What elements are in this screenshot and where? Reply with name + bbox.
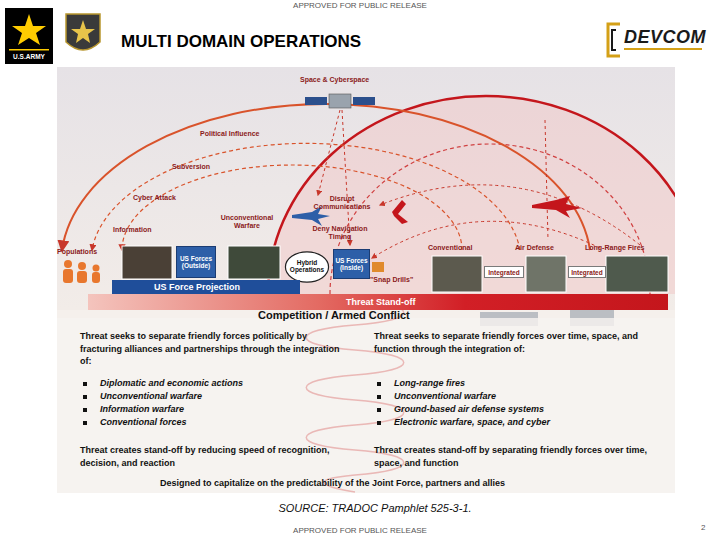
devcom-bracket [612,30,616,50]
dashed-line [545,120,548,240]
target-label: Populations [57,248,97,256]
text-panel [57,318,675,493]
node-text: Hybrid Operations [285,260,329,274]
dashed-arrow [342,110,350,245]
effect-label: Disrupt Communications [310,195,374,211]
body-text: Threat seeks to separate friendly forces… [80,330,348,368]
capability-label: Air Defense [515,244,554,252]
effect-label: Political Influence [200,130,260,138]
capability-label: Long-Range Fires [585,244,645,252]
effect-label: Unconventional Warfare [216,214,278,230]
operations-oval: Hybrid Operations [285,251,329,283]
body-text: Threat creates stand-off by separating f… [374,444,674,469]
logo-text: U.S.ARMY [5,53,53,60]
bullet-text: Ground-based air defense systems [394,404,544,414]
node-text: Threat Stand-off [346,297,416,307]
army-star [12,14,46,45]
cyber-arc [122,165,462,250]
source-caption: SOURCE: TRADOC Pamphlet 525-3-1. [0,502,720,514]
footnote-text: Designed to capitalize on the predictabi… [160,478,505,488]
page-number: 2 [701,524,705,533]
force-projection-band: US Force Projection [112,280,300,294]
bullet [377,421,381,425]
effect-label: Deny Navigation Timing [308,225,372,241]
aircraft [392,200,408,224]
integrated-box: Integrated [484,266,524,278]
army-logo [5,8,53,64]
bullet [377,395,381,399]
threat-arc [268,96,675,294]
standoff-band: Threat Stand-off [88,294,668,310]
satellite-panel [353,97,375,105]
drone-icon [372,262,384,272]
threat-arc-dashed [330,144,650,294]
force-box: US Forces (Outside) [176,246,216,278]
node-text: Integrated [571,269,602,276]
dashed-arrow [372,221,600,258]
section-heading: Competition / Armed Conflict [258,309,410,321]
effect-label: Subversion [172,163,210,171]
release-marking: APPROVED FOR PUBLIC RELEASE [0,2,720,11]
population-figure [63,269,73,283]
subversion-arc [92,143,520,250]
army-rule [9,49,49,51]
node-text: US Forces (Outside) [177,255,215,269]
shield-star [71,20,95,43]
logo-text: DEVCOM [624,27,706,47]
dashed-arrow [318,110,340,195]
body-text: Threat seeks to separate friendly forces… [374,330,674,355]
shield-logo [66,14,100,50]
dashed-arrow [380,185,640,245]
integrated-box: Integrated [568,266,606,278]
population-figure [64,260,72,268]
devcom-rule [624,48,702,50]
air-defense-photo [526,256,566,292]
bullet-text: Unconventional warfare [394,391,496,401]
population-figure [93,265,100,272]
bullet [83,408,87,412]
bullet-text: Conventional forces [100,417,187,427]
capability-label: "Snap Drills" [370,276,413,284]
bullet-text: Electronic warfare, space, and cyber [394,417,550,427]
population-figure [92,272,100,283]
domain-label: Space & Cyberspace [300,76,369,84]
node-text: US Force Projection [154,282,240,292]
release-marking: APPROVED FOR PUBLIC RELEASE [0,527,720,536]
threat-dome [268,96,675,294]
devcom-bracket [608,24,620,56]
bullet-text: Information warfare [100,404,184,414]
rocket-photo [606,256,668,292]
influence-arc [62,104,590,250]
bullet [377,382,381,386]
population-figure [78,262,86,270]
node-text: Integrated [488,269,519,276]
oval-shape [285,252,328,282]
effect-label: Information [113,226,152,234]
population-figure [77,271,87,283]
bullet-text: Unconventional warfare [100,391,202,401]
bullet [83,421,87,425]
bullet [83,382,87,386]
bullet-text: Long-range fires [394,378,465,388]
bullet [83,395,87,399]
capability-label: Conventional [428,244,472,252]
satellite-panel [305,97,327,105]
soldier-photo [122,246,172,279]
soldier-photo [228,246,280,279]
node-text: US Forces (Inside) [334,257,369,271]
bullet [377,408,381,412]
effect-label: Cyber Attack [133,194,176,202]
body-text: Threat creates stand-off by reducing spe… [80,444,330,469]
satellite-body [329,94,351,108]
force-box: US Forces (Inside) [333,249,370,279]
tank-photo [432,256,482,292]
aircraft [532,196,582,218]
slide-title: MULTI DOMAIN OPERATIONS [121,32,361,52]
bullet-text: Diplomatic and economic actions [100,378,243,388]
